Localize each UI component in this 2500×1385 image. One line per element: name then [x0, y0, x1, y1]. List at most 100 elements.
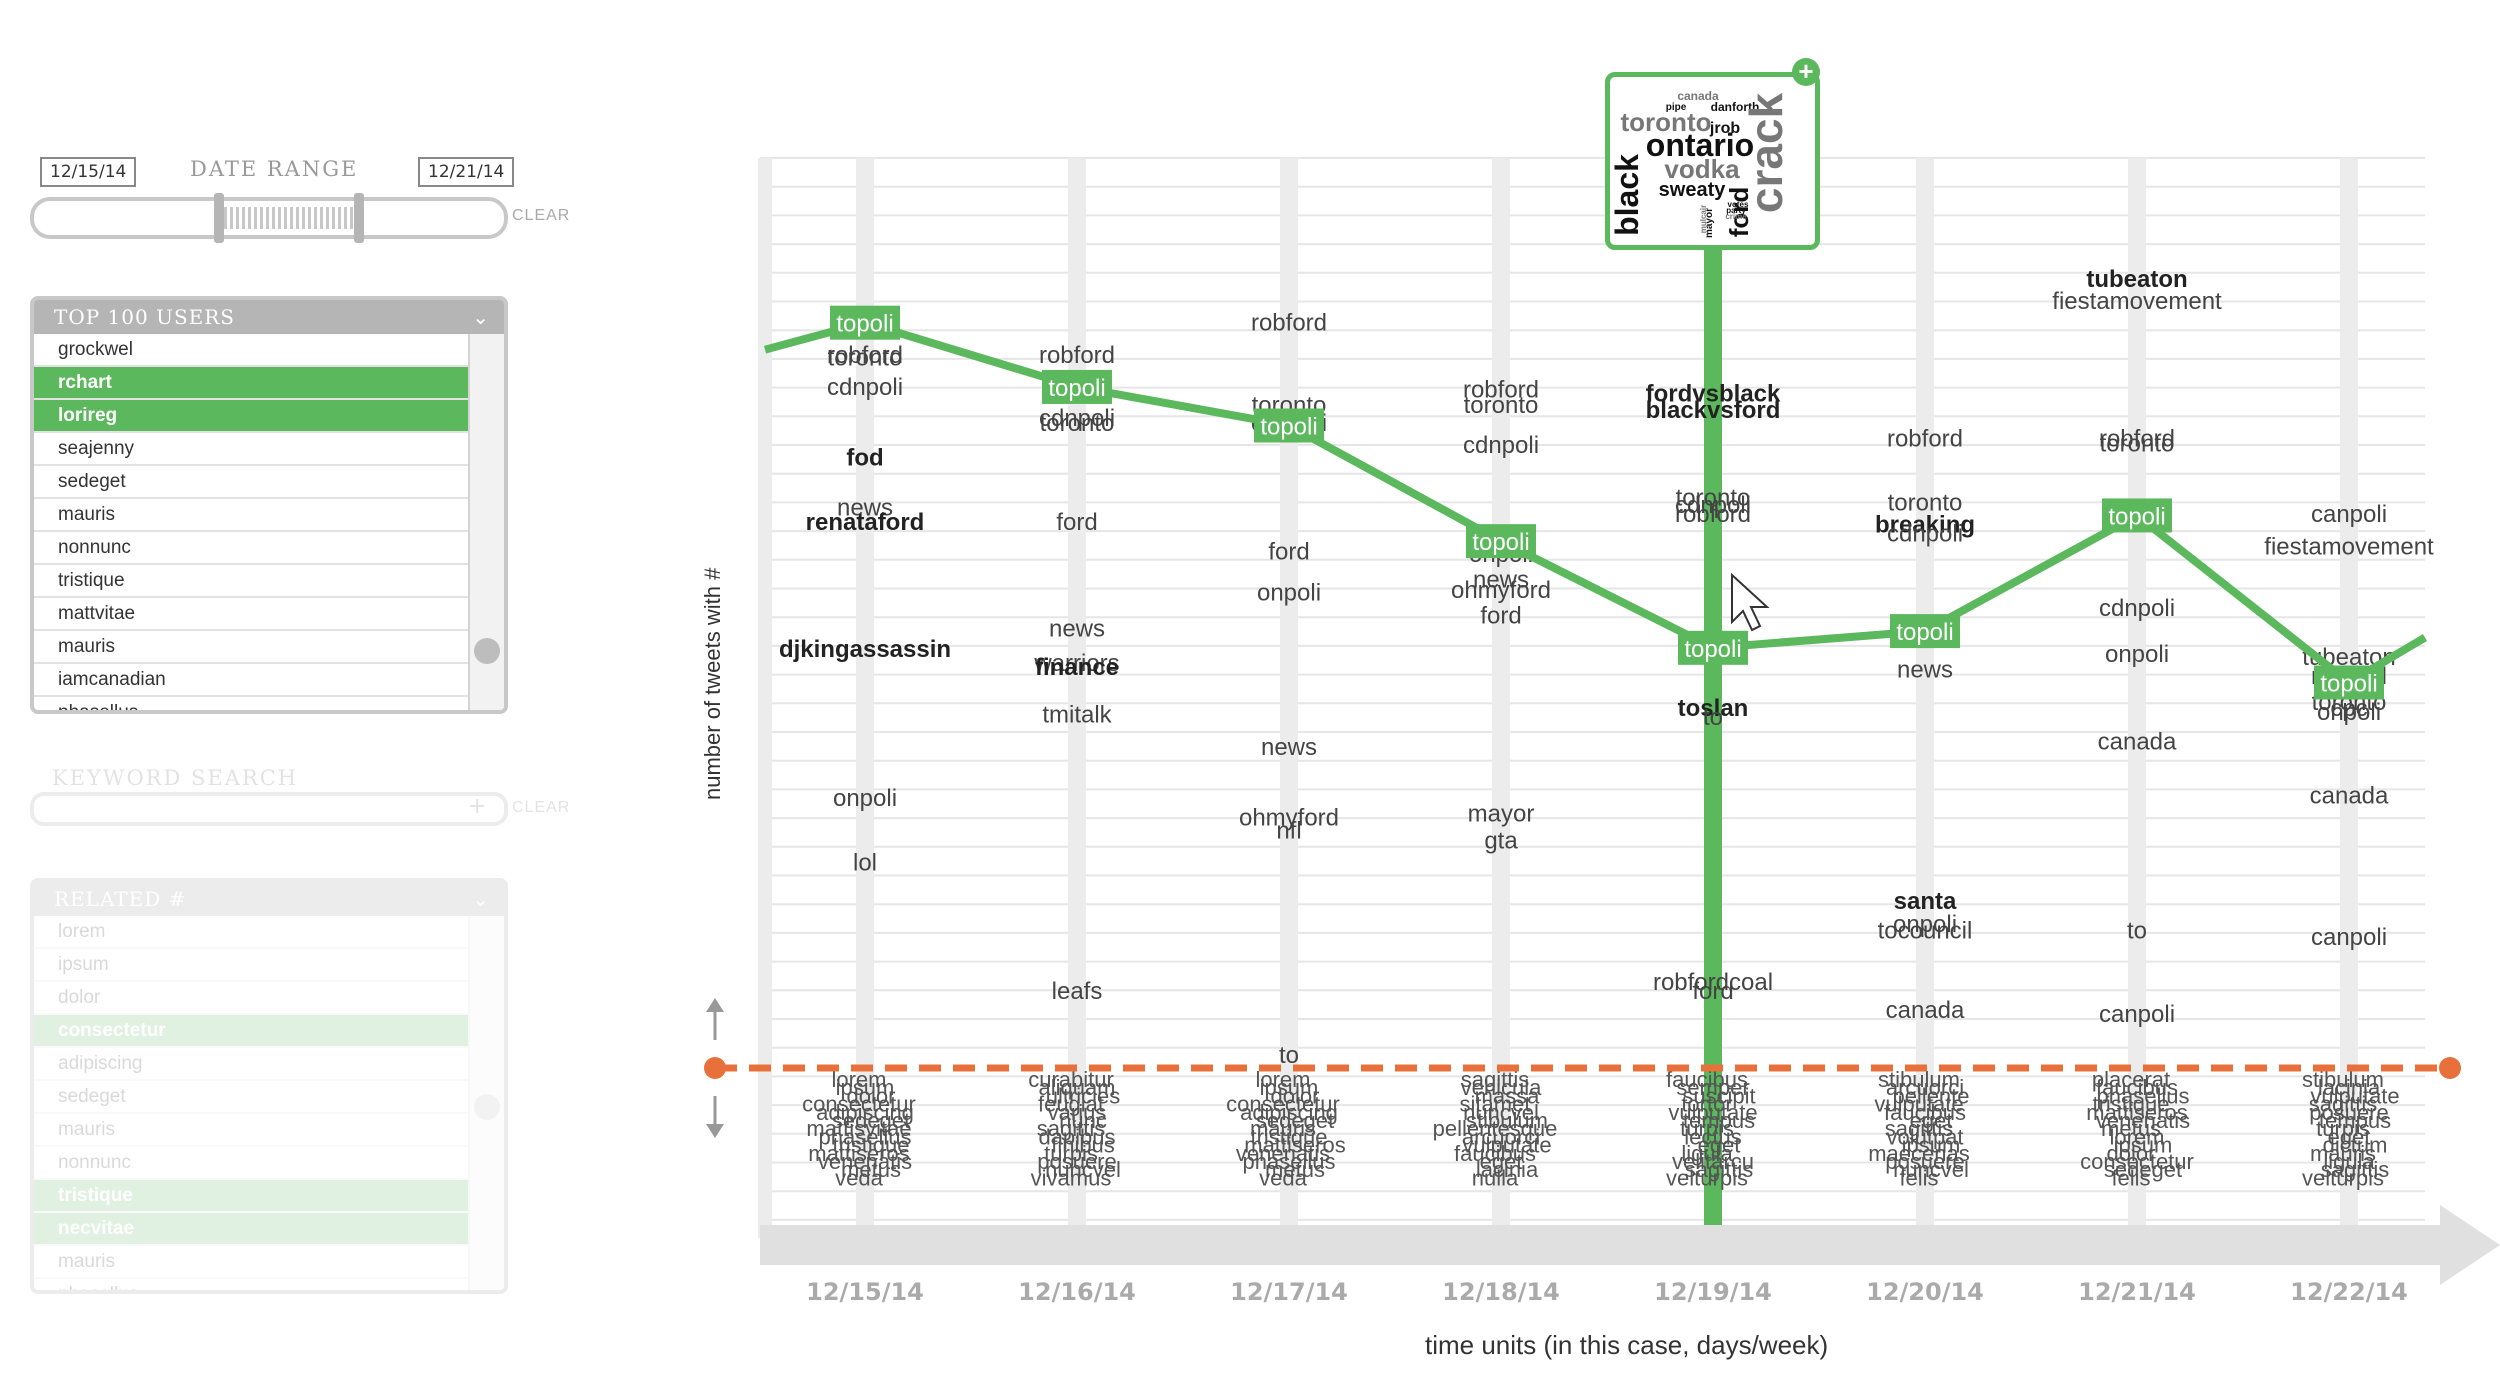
related-list-item[interactable]: necvitae [34, 1213, 478, 1246]
hashtag-label: toronto [2100, 430, 2175, 457]
end-date-chip[interactable]: 12/21/14 [418, 157, 515, 187]
top-users-header[interactable]: TOP 100 USERS ⌄ [34, 300, 504, 334]
below-threshold-tag: dolor [847, 1083, 896, 1108]
keyword-search-input[interactable] [30, 792, 508, 826]
down-arrow-head[interactable] [706, 1124, 724, 1138]
below-threshold-tag: sitamet [1460, 1092, 1531, 1117]
related-list-item[interactable]: ipsum [34, 949, 478, 982]
related-list-item[interactable]: mauris [34, 1114, 478, 1147]
hashtag-label: fiestamovement [2264, 533, 2434, 560]
below-threshold-tag: massa [1475, 1083, 1541, 1108]
hashtag-label: robford [2099, 425, 2175, 452]
expand-plus-icon[interactable]: + [1792, 58, 1820, 86]
x-axis-arrow [760, 1205, 2500, 1285]
user-list-item[interactable]: lorireg [34, 400, 478, 433]
keyword-search-clear-link[interactable]: CLEAR [512, 799, 571, 816]
day-column[interactable] [1492, 158, 1510, 1238]
below-threshold-tag: sagittis [2309, 1092, 2377, 1117]
chevron-down-icon[interactable]: ⌄ [472, 887, 490, 911]
related-list-item[interactable]: nonnunc [34, 1147, 478, 1180]
related-list-item[interactable]: tristique [34, 1180, 478, 1213]
user-list-item[interactable]: mattvitae [34, 598, 478, 631]
related-list-item[interactable]: adipiscing [34, 1048, 478, 1081]
threshold-left-handle[interactable] [704, 1057, 726, 1079]
up-arrow-head[interactable] [706, 998, 724, 1012]
below-threshold-tag: sedeget [832, 1108, 910, 1133]
related-list-item[interactable]: phasellus [34, 1279, 478, 1290]
hashtag-label: onpoli [1893, 911, 1957, 938]
hashtag-label: news [837, 495, 893, 522]
hashtag-label: tocouncil [1878, 918, 1973, 945]
related-scrollbar[interactable] [468, 916, 504, 1290]
word-cloud-term: vodka [1664, 154, 1740, 184]
user-list-item[interactable]: nonnunc [34, 532, 478, 565]
start-date-chip[interactable]: 12/15/14 [40, 157, 137, 187]
user-list-item[interactable]: seajenny [34, 433, 478, 466]
related-list-item[interactable]: sedeget [34, 1081, 478, 1114]
below-threshold-tag: sagittis [1037, 1116, 1105, 1141]
user-list-item[interactable]: phasellus [34, 697, 478, 710]
hashtag-label: toslan [1678, 695, 1749, 722]
topoli-data-point[interactable] [1890, 614, 1960, 649]
add-icon[interactable]: + [468, 794, 487, 819]
topoli-data-point[interactable] [1678, 630, 1748, 665]
user-list-item[interactable]: sedeget [34, 466, 478, 499]
below-threshold-tag: posuere [1885, 1149, 1965, 1174]
day-column[interactable] [2128, 158, 2146, 1238]
chevron-down-icon[interactable]: ⌄ [472, 305, 490, 329]
topoli-series-line[interactable] [763, 318, 2428, 687]
date-range-selection[interactable] [224, 207, 359, 229]
date-range-clear-link[interactable]: CLEAR [512, 207, 571, 224]
user-list-item[interactable]: mauris [34, 499, 478, 532]
hashtag-label: news [1897, 657, 1953, 684]
hashtag-label: to [1703, 704, 1723, 731]
word-cloud-term: mulcair [1699, 205, 1708, 233]
below-threshold-tag: vulputate [2310, 1083, 2399, 1108]
user-list-item[interactable]: iamcanadian [34, 664, 478, 697]
related-list-item[interactable]: dolor [34, 982, 478, 1015]
topoli-data-point[interactable] [1466, 524, 1536, 559]
selected-day-column[interactable] [1704, 158, 1722, 1238]
below-threshold-tag: venenatis [818, 1149, 912, 1174]
day-column[interactable] [1916, 158, 1934, 1238]
related-list-item[interactable]: mauris [34, 1246, 478, 1279]
below-threshold-tag: feugiat [1038, 1092, 1104, 1117]
user-list-item[interactable]: grockwel [34, 334, 478, 367]
top-users-scroll-thumb[interactable] [474, 638, 500, 664]
related-header[interactable]: RELATED # ⌄ [34, 882, 504, 916]
day-column[interactable] [856, 158, 874, 1238]
user-list-item[interactable]: rchart [34, 367, 478, 400]
below-threshold-tag: ipsum [1902, 1133, 1961, 1158]
date-range-slider[interactable] [30, 193, 508, 243]
below-threshold-tag: posuere [1037, 1149, 1117, 1174]
topoli-data-point[interactable] [2314, 665, 2384, 700]
keyword-search-title: KEYWORD SEARCH [52, 766, 299, 790]
related-scroll-thumb[interactable] [474, 1094, 500, 1120]
related-list-item[interactable]: consectetur [34, 1015, 478, 1048]
hashtag-label: toronto [1464, 392, 1539, 419]
hashtag-label: lol [853, 849, 877, 876]
below-threshold-tag: sedeget [2104, 1157, 2182, 1182]
threshold-right-handle[interactable] [2439, 1057, 2461, 1079]
user-list-item[interactable]: tristique [34, 565, 478, 598]
hashtag-label: robfordcoal [1653, 969, 1773, 996]
hashtag-label: robford [1039, 342, 1115, 369]
user-list-item[interactable]: mauris [34, 631, 478, 664]
topoli-data-point[interactable] [830, 305, 900, 340]
topoli-data-point[interactable] [1254, 408, 1324, 443]
below-threshold-tag: finibus [1051, 1133, 1115, 1158]
range-start-handle[interactable] [214, 193, 224, 243]
below-threshold-tag: mattisvitae [806, 1116, 911, 1141]
related-list-item[interactable]: lorem [34, 916, 478, 949]
hashtag-label: robford [1887, 425, 1963, 452]
day-column[interactable] [1068, 158, 1086, 1238]
range-end-handle[interactable] [354, 193, 364, 243]
topoli-data-point[interactable] [1042, 369, 1112, 404]
topoli-data-point[interactable] [2102, 498, 2172, 533]
below-threshold-tag: aliquam [1038, 1075, 1115, 1100]
x-axis-label: time units (in this case, days/week) [1425, 1330, 1829, 1360]
top-users-scrollbar[interactable] [468, 334, 504, 710]
